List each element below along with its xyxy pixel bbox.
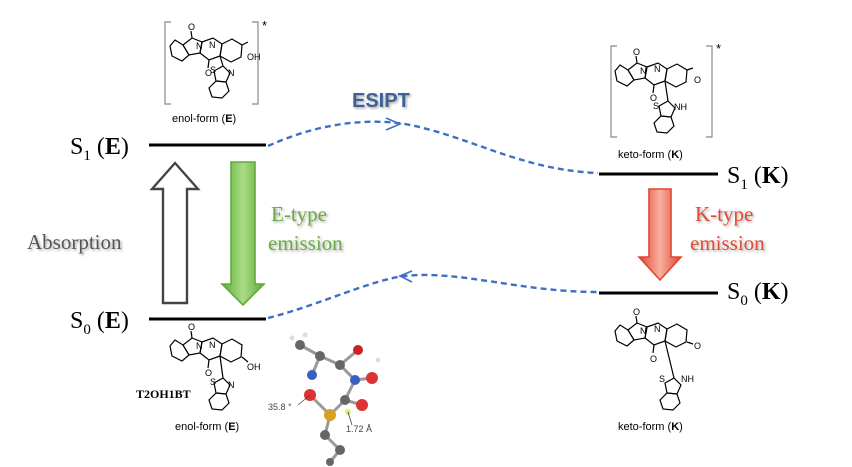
3d-molecular-model: 35.8 ° 1.72 Å xyxy=(268,332,381,466)
svg-text:S: S xyxy=(210,377,216,387)
e-type-emission-arrow xyxy=(220,161,266,307)
compound-name: T2OH1BT xyxy=(136,387,191,401)
svg-text:N: N xyxy=(654,64,661,74)
enol-excited-structure xyxy=(164,21,259,105)
svg-text:NH: NH xyxy=(681,374,694,384)
keto-ground-structure xyxy=(614,315,694,411)
svg-text:O: O xyxy=(650,93,657,103)
s1-keto-label: S1 (K) xyxy=(727,163,789,193)
enol-ground-structure xyxy=(169,330,249,411)
enol-excited-atoms: O N N O OH N S * xyxy=(188,18,267,78)
svg-text:S: S xyxy=(210,65,216,75)
svg-text:O: O xyxy=(205,68,212,78)
keto-excited-structure xyxy=(610,45,713,138)
esipt-excited-arrowhead xyxy=(385,117,403,131)
s0-keto-label: S0 (K) xyxy=(727,279,789,309)
svg-text:NH: NH xyxy=(674,102,687,112)
svg-text:N: N xyxy=(209,340,216,350)
keto-ground-caption: keto-form (K) xyxy=(618,421,683,433)
svg-text:O: O xyxy=(633,47,640,57)
keto-excited-caption: keto-form (K) xyxy=(618,149,683,161)
hbond-distance-label: 1.72 Å xyxy=(346,424,372,434)
svg-text:N: N xyxy=(654,324,661,334)
absorption-arrow xyxy=(149,161,201,305)
k-type-label-line2: emission xyxy=(690,231,765,255)
svg-text:N: N xyxy=(196,341,203,351)
svg-text:N: N xyxy=(196,41,203,51)
ground-state-arrowhead xyxy=(398,270,413,283)
svg-text:N: N xyxy=(209,40,216,50)
svg-text:S: S xyxy=(653,101,659,111)
enol-excited-caption: enol-form (E) xyxy=(172,113,236,125)
keto-excited-atoms: O N N O O NH S * xyxy=(633,41,721,112)
absorption-label: Absorption xyxy=(27,230,122,254)
svg-text:O: O xyxy=(633,307,640,317)
svg-text:OH: OH xyxy=(247,362,261,372)
svg-text:OH: OH xyxy=(247,52,261,62)
svg-text:O: O xyxy=(205,368,212,378)
esipt-excited-curve xyxy=(267,120,599,175)
k-type-emission-arrow xyxy=(637,188,683,282)
s1-enol-label: S1 (E) xyxy=(70,134,129,164)
svg-text:O: O xyxy=(694,341,701,351)
svg-text:O: O xyxy=(188,322,195,332)
svg-text:O: O xyxy=(650,354,657,364)
svg-text:O: O xyxy=(188,22,195,32)
k-type-label-line1: K-type xyxy=(695,202,753,226)
svg-text:*: * xyxy=(262,18,267,33)
e-type-label-line2: emission xyxy=(268,231,343,255)
svg-text:N: N xyxy=(640,66,647,76)
svg-text:N: N xyxy=(228,68,235,78)
svg-text:S: S xyxy=(659,374,665,384)
esipt-label: ESIPT xyxy=(352,90,410,112)
svg-text:N: N xyxy=(640,326,647,336)
dihedral-angle-label: 35.8 ° xyxy=(268,402,292,412)
e-type-label-line1: E-type xyxy=(271,202,327,226)
svg-text:O: O xyxy=(694,75,701,85)
s0-enol-label: S0 (E) xyxy=(70,308,129,338)
keto-ground-atoms: O N N O O NH S xyxy=(633,307,701,384)
ground-state-curve xyxy=(267,273,599,320)
enol-ground-atoms: O N N O OH N S xyxy=(188,322,261,390)
enol-ground-caption: enol-form (E) xyxy=(175,421,239,433)
svg-text:N: N xyxy=(228,380,235,390)
svg-text:*: * xyxy=(716,41,721,56)
